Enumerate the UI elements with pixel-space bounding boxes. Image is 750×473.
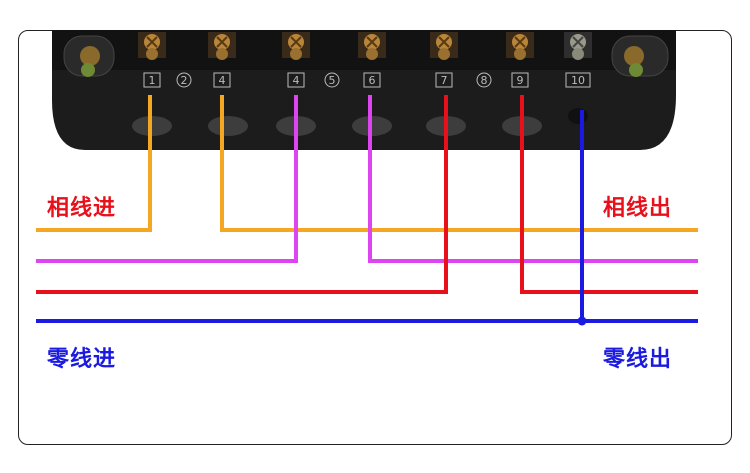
- wire-magenta-live-in: [36, 95, 298, 263]
- terminal-label-9: 9: [517, 74, 524, 87]
- wires: [36, 95, 698, 326]
- label-live-out: 相线出: [603, 196, 673, 221]
- label-neutral-in: 零线进: [47, 347, 117, 372]
- terminal-label-2: 2: [181, 74, 188, 87]
- screw-terminal: [430, 32, 458, 60]
- label-neutral-out: 零线出: [603, 347, 673, 372]
- wire-red-live-out: [520, 95, 698, 294]
- neutral-junction-dot: [577, 316, 587, 326]
- terminal-label-10: 10: [571, 74, 585, 87]
- terminal-label-1: 1: [149, 74, 156, 87]
- label-live-in: 相线进: [47, 196, 117, 221]
- terminal-label-6: 6: [369, 74, 376, 87]
- screw-terminal: [138, 32, 166, 60]
- terminal-screws: [138, 32, 592, 60]
- screw-terminal: [282, 32, 310, 60]
- screw-terminal: [506, 32, 534, 60]
- terminal-label-7: 7: [441, 74, 448, 87]
- screw-terminal: [358, 32, 386, 60]
- wire-red-live-in: [36, 95, 448, 294]
- screw-terminal: [208, 32, 236, 60]
- wire-orange-live-in: [36, 95, 152, 232]
- wire-magenta-live-out: [368, 95, 698, 263]
- terminal-label-4b: 4: [293, 74, 300, 87]
- terminal-number-labels: 1 2 4 4 5 6 7 8 9 10: [143, 72, 591, 88]
- wire-orange-live-out: [220, 95, 698, 232]
- terminal-label-5: 5: [329, 74, 336, 87]
- terminal-label-8: 8: [481, 74, 488, 87]
- terminal-label-4: 4: [219, 74, 226, 87]
- screw-terminal: [564, 32, 592, 60]
